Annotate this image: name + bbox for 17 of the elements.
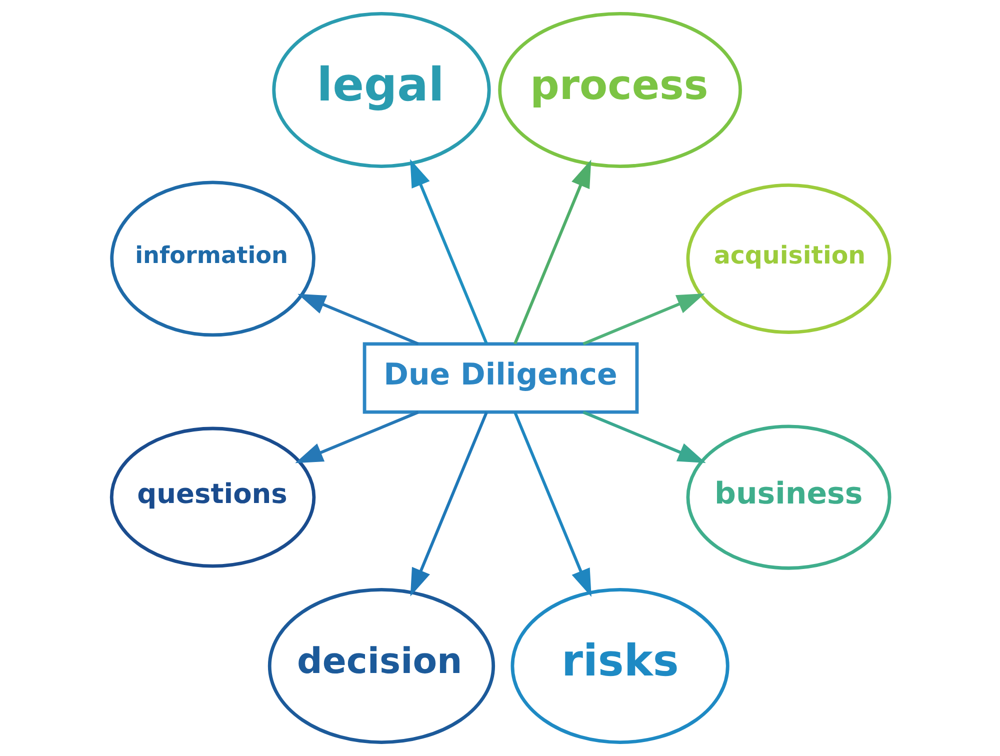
node-ellipse: questions (109, 426, 316, 568)
node-ellipse: legal (272, 12, 490, 168)
node-ellipse: information (110, 180, 315, 337)
arrow (294, 410, 418, 464)
arrow (513, 412, 591, 597)
arrow (410, 412, 488, 596)
node-ellipse: process (498, 12, 742, 168)
arrow (513, 160, 591, 344)
arrow (582, 293, 704, 346)
arrow (582, 410, 706, 463)
node-ellipse: business (686, 424, 891, 570)
node-ellipse: decision (267, 588, 495, 744)
arrow (410, 159, 488, 344)
node-ellipse: acquisition (686, 183, 891, 334)
node-box: Due Diligence (362, 342, 638, 414)
arrow (297, 294, 418, 346)
node-ellipse: risks (510, 588, 729, 744)
